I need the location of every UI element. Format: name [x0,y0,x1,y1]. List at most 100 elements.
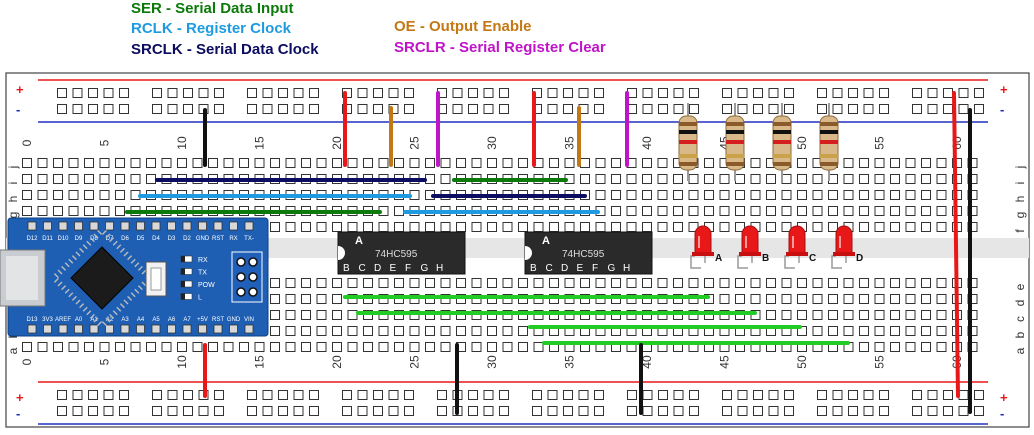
hole [657,206,668,216]
row-letter-right: d [1013,300,1027,307]
hole [627,406,637,416]
hole [440,158,451,168]
hole [53,158,63,168]
hole [874,190,885,200]
hole [673,88,684,98]
hole [563,88,573,98]
hole [332,326,342,336]
hole [843,310,854,320]
hole [456,326,466,336]
hole [578,390,589,400]
column-number-top: 30 [485,136,499,150]
hole [152,406,162,416]
column-number-bottom: 50 [795,355,809,369]
hole [22,190,32,200]
column-number-bottom: 30 [485,355,499,369]
hole [37,206,48,216]
mcu-pin [71,295,77,301]
hole [828,222,838,232]
hole [532,406,542,416]
hole [626,222,637,232]
hole [115,174,125,184]
hole [768,406,779,416]
hole [440,326,451,336]
hole [905,222,916,232]
arduino-bottom-pin-label: 3V3 [42,317,53,323]
hole [812,222,823,232]
hole [974,88,984,98]
hole [532,390,542,400]
hole [564,158,575,168]
hole [594,88,604,98]
mcu-pin [53,277,59,283]
hole [912,406,922,416]
arduino-bottom-pin-label: GND [227,317,241,323]
status-led-label: RX [198,257,208,264]
hole [936,174,947,184]
hole [285,310,296,320]
hole [183,88,193,98]
hole [766,206,776,216]
resistor-band [726,140,744,144]
arduino-bottom-pin-label: A4 [137,317,145,323]
hole [843,294,854,304]
chip-pin-label: E [390,263,397,274]
resistor-band [773,154,791,158]
arduino-top-pin-label: D10 [57,236,69,242]
hole [828,310,838,320]
mcu-pin [61,285,67,291]
column-number-top: 25 [408,136,422,150]
hole [161,342,172,352]
hole [781,278,792,288]
hole [394,222,404,232]
hole [828,294,838,304]
hole [161,158,172,168]
mcu-pin [105,233,111,239]
column-number-bottom: 25 [408,355,422,369]
mcu-pin [75,251,81,257]
hole [594,104,604,114]
hole [812,206,823,216]
hole [936,342,947,352]
hole [673,222,683,232]
chip-pin-label: B [343,263,350,274]
hole [68,158,79,168]
hole [688,174,699,184]
chip-pin-label: B [530,263,537,274]
hole [843,326,854,336]
chip-pin-label: C [359,263,366,274]
hole [936,326,947,336]
mcu-pin [127,255,133,261]
hole [688,190,699,200]
hole [37,158,48,168]
chip-pin-label: E [577,263,584,274]
icsp-pin [236,257,246,267]
chip-part-label: 74HC595 [375,249,418,260]
hole [974,104,984,114]
arduino-header-pin [167,324,176,334]
hole [99,190,110,200]
chip-pin-label: H [436,263,443,274]
arduino-bottom-pin-label: A0 [75,317,83,323]
hole [848,406,858,416]
hole [293,88,304,98]
hole [943,406,953,416]
mcu-pin [123,299,129,305]
resistor-band [820,162,838,166]
mcu-pin [79,303,85,309]
hole [879,406,889,416]
arduino-header-pin [74,221,83,231]
hole [99,206,110,216]
hole [843,158,854,168]
chip-pin-label: F [405,263,411,274]
hole [863,390,874,400]
hole [817,390,827,400]
hole [183,104,193,114]
hole [797,158,807,168]
hole [673,104,684,114]
hole [84,158,94,168]
usb-connector-inner [6,256,38,300]
column-number-top: 55 [873,136,887,150]
arduino-top-pin-label: RX [229,236,237,242]
arduino-header-pin [105,324,114,334]
